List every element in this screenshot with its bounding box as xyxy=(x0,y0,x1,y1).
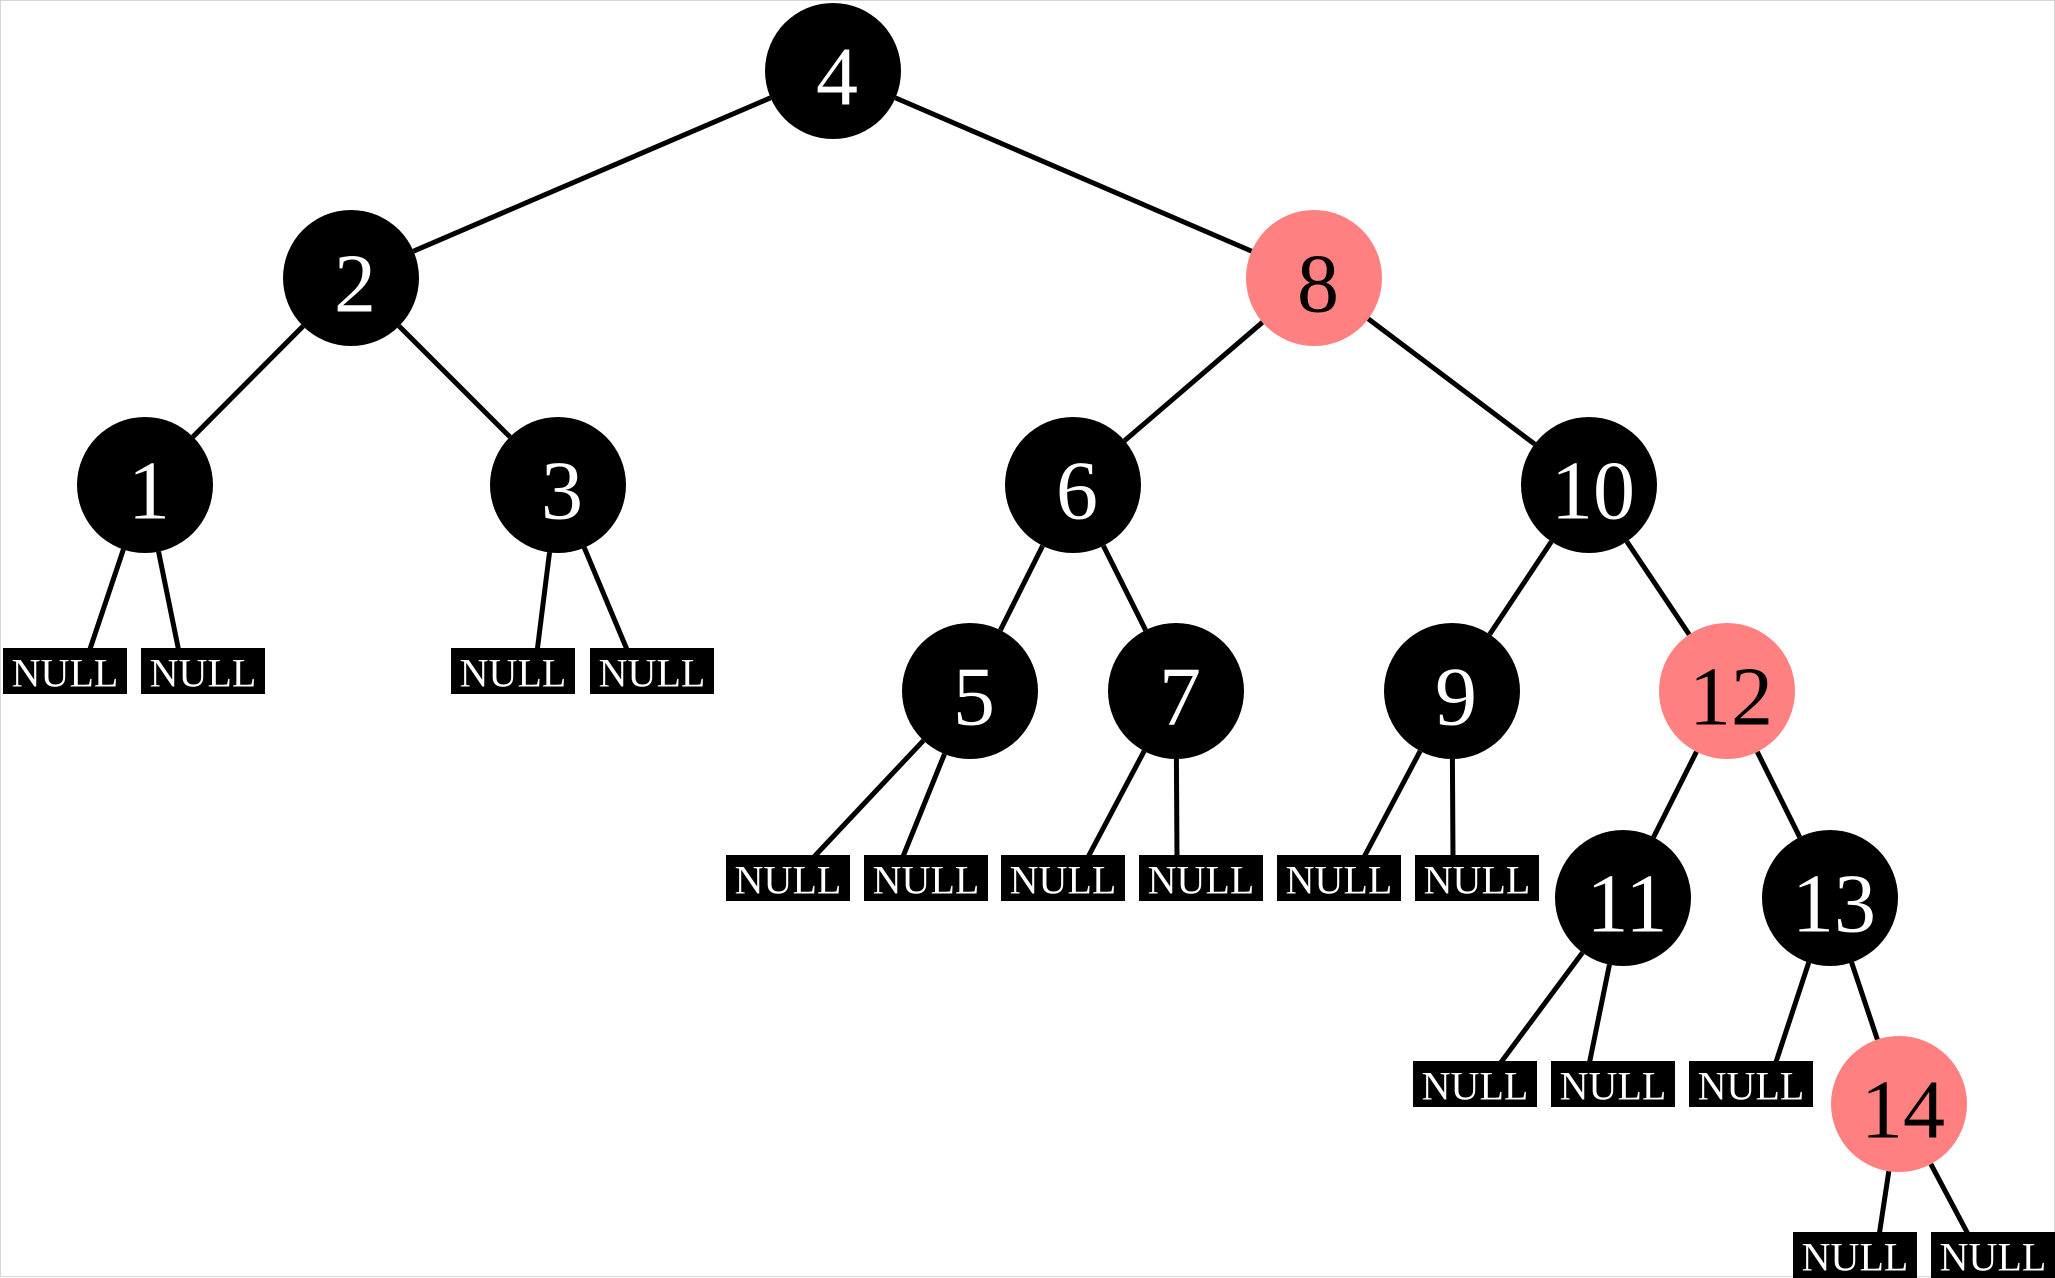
edge-3-l-null xyxy=(537,552,550,652)
null-leaf: NULL xyxy=(864,855,988,903)
null-leaf: NULL xyxy=(1551,1061,1675,1109)
null-leaf: NULL xyxy=(590,648,714,696)
node-value: 13 xyxy=(1792,858,1876,951)
tree-node-5: 5 xyxy=(902,623,1038,759)
node-value: 3 xyxy=(541,445,583,538)
null-leaf-label: NULL xyxy=(460,651,567,696)
node-value: 6 xyxy=(1056,445,1098,538)
node-value: 8 xyxy=(1297,238,1339,331)
null-leaf: NULL xyxy=(1415,855,1539,903)
null-leaf-label: NULL xyxy=(599,651,706,696)
null-leaf-label: NULL xyxy=(1148,858,1255,903)
edge-6-5 xyxy=(1000,546,1042,630)
null-leaf: NULL xyxy=(1793,1232,1917,1278)
tree-node-10: 10 xyxy=(1521,417,1657,553)
null-leaf-label: NULL xyxy=(150,651,257,696)
edge-2-1 xyxy=(193,326,303,437)
edge-10-9 xyxy=(1490,542,1552,635)
null-leaf-label: NULL xyxy=(873,858,980,903)
edge-12-13 xyxy=(1757,752,1799,837)
edge-4-2 xyxy=(413,98,770,251)
edge-4-8 xyxy=(895,98,1251,251)
edge-11-l-null xyxy=(1499,953,1582,1065)
tree-node-7: 7 xyxy=(1108,623,1244,759)
null-leaf: NULL xyxy=(1001,855,1125,903)
edge-9-r-null xyxy=(1452,759,1453,859)
null-leaf-label: NULL xyxy=(1286,858,1393,903)
edge-1-r-null xyxy=(159,552,179,652)
null-leaf-label: NULL xyxy=(1802,1235,1909,1278)
tree-node-4: 4 xyxy=(765,3,901,139)
null-leaf: NULL xyxy=(1689,1061,1813,1109)
null-leaf-label: NULL xyxy=(1698,1064,1805,1109)
node-value: 14 xyxy=(1861,1064,1945,1157)
edge-2-3 xyxy=(399,326,510,437)
null-leaf: NULL xyxy=(141,648,265,696)
edge-10-12 xyxy=(1627,541,1689,634)
null-leaf: NULL xyxy=(1139,855,1263,903)
edge-14-l-null xyxy=(1879,1171,1889,1236)
edge-1-l-null xyxy=(89,549,123,652)
edge-9-l-null xyxy=(1363,751,1420,859)
node-value: 9 xyxy=(1435,651,1477,744)
tree-node-13: 13 xyxy=(1762,830,1898,966)
tree-node-8: 8 xyxy=(1246,210,1382,346)
tree-node-11: 11 xyxy=(1555,830,1691,966)
node-value: 4 xyxy=(816,31,858,124)
null-leaf: NULL xyxy=(1931,1232,2055,1278)
edge-11-r-null xyxy=(1589,965,1609,1065)
node-value: 7 xyxy=(1159,651,1201,744)
edge-5-r-null xyxy=(902,754,944,859)
tree-node-1: 1 xyxy=(77,417,213,553)
tree-node-2: 2 xyxy=(283,210,419,346)
edge-3-r-null xyxy=(584,548,628,652)
tree-node-14: 14 xyxy=(1831,1036,1967,1172)
edge-13-14 xyxy=(1852,962,1878,1039)
node-value: 10 xyxy=(1551,445,1635,538)
null-leaf-label: NULL xyxy=(1560,1064,1667,1109)
edge-7-r-null xyxy=(1176,759,1177,859)
node-value: 1 xyxy=(128,445,170,538)
node-value: 2 xyxy=(334,238,376,331)
null-leaf: NULL xyxy=(1277,855,1401,903)
tree-node-9: 9 xyxy=(1384,623,1520,759)
edge-8-10 xyxy=(1368,319,1534,444)
node-value: 5 xyxy=(953,651,995,744)
node-value: 11 xyxy=(1587,858,1668,951)
edge-13-l-null xyxy=(1775,963,1809,1065)
null-leaf-label: NULL xyxy=(1940,1235,2047,1278)
null-leaf: NULL xyxy=(3,648,127,696)
edge-6-7 xyxy=(1103,546,1145,630)
edge-7-l-null xyxy=(1087,751,1144,859)
edge-8-6 xyxy=(1125,322,1263,440)
null-leaf-label: NULL xyxy=(1424,858,1531,903)
tree-node-12: 12 xyxy=(1659,623,1795,759)
null-leaf-label: NULL xyxy=(1010,858,1117,903)
edge-12-11 xyxy=(1654,752,1697,837)
tree-node-3: 3 xyxy=(490,417,626,553)
node-value: 12 xyxy=(1689,651,1773,744)
null-leaf-label: NULL xyxy=(1422,1064,1529,1109)
null-leaf: NULL xyxy=(451,648,575,696)
null-leaf: NULL xyxy=(1413,1061,1537,1109)
null-leaf: NULL xyxy=(726,855,850,903)
edge-14-r-null xyxy=(1931,1164,1969,1236)
null-leaf-label: NULL xyxy=(735,858,842,903)
tree-node-6: 6 xyxy=(1005,417,1141,553)
null-leaf-label: NULL xyxy=(12,651,119,696)
